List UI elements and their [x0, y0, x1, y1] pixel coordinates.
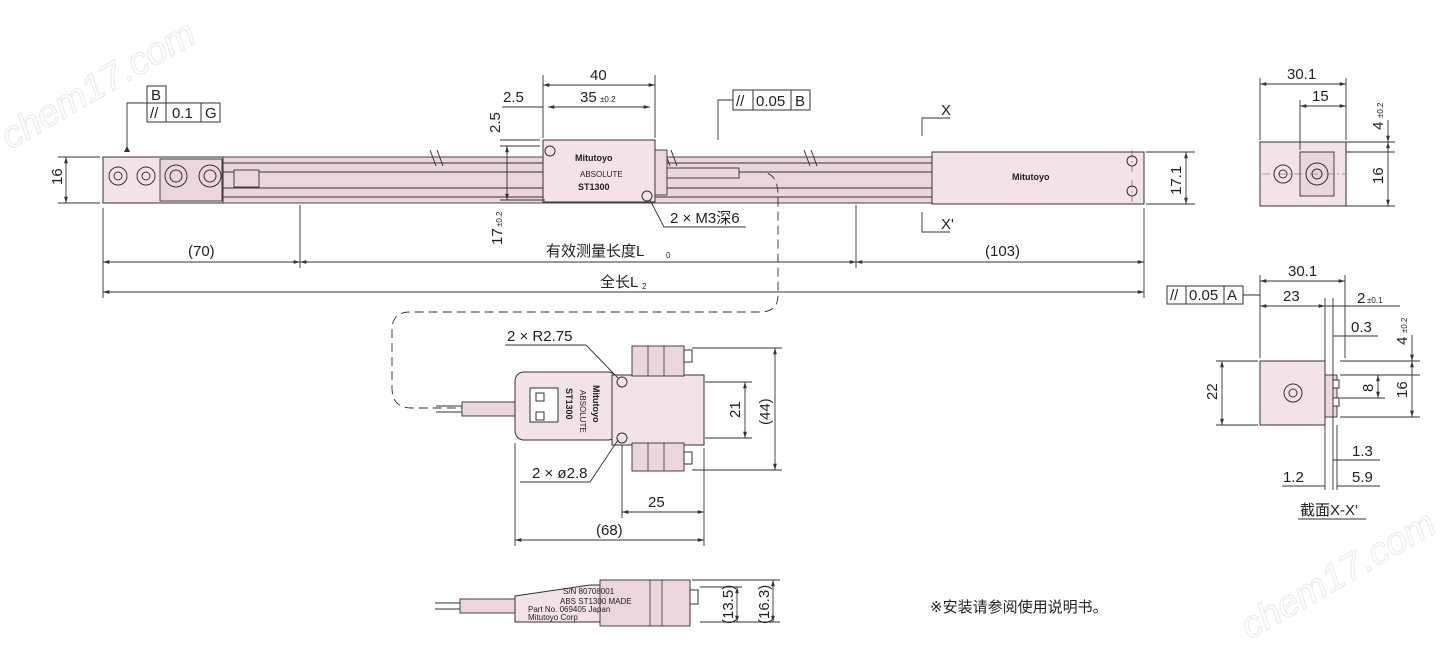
detail-tag: ABSOLUTE [578, 390, 587, 433]
dim-phi-2-8: 2 × ø2.8 [532, 465, 587, 482]
dim-103: (103) [985, 243, 1020, 260]
reader-detail: Mitutoyo ABSOLUTE ST1300 2 × R2.75 2 × ø… [436, 328, 782, 546]
dim-44: (44) [757, 398, 774, 425]
section-view: // 0.05 A 30.1 23 2 ±0.1 0.3 22 8 16 [1166, 263, 1420, 520]
reader-connector-body [611, 374, 705, 446]
section-mark-x-prime: X' [941, 216, 954, 233]
watermark-text-2: chem17.com [1234, 503, 1443, 648]
dim-17-tol: ±0.2 [495, 211, 504, 227]
sec-dim-8: 8 [1360, 384, 1377, 392]
end-dim-15: 15 [1312, 88, 1329, 105]
label-line-4: Mitutoyo Corp [528, 613, 578, 622]
sec-dim-0-3: 0.3 [1351, 319, 1372, 336]
sec-dim-1-2: 1.2 [1283, 469, 1304, 486]
dim-effective-sub: 0 [666, 251, 671, 260]
dim-17: 17 [489, 228, 506, 245]
main-scale: Mitutoyo ABSOLUTE ST1300 Mitutoyo [102, 139, 1145, 205]
dim-25: 25 [648, 494, 665, 511]
dim-total-sub: 2 [642, 282, 647, 291]
dim-effective-length: 有效测量长度L [546, 243, 644, 260]
top-tol-symbol: // [736, 93, 745, 110]
dim-total-length: 全长L [600, 273, 638, 291]
top-tol-ref: B [795, 93, 805, 110]
sec-dim-16: 16 [1394, 381, 1411, 398]
side-tol-ref: A [1227, 287, 1237, 304]
label-line-3: Part No. 069405 Japan [528, 605, 610, 614]
reader-head [542, 139, 656, 203]
end-view: 30.1 15 16 4 ±0.2 [1259, 66, 1395, 207]
datum-b-ref: G [205, 105, 217, 122]
sec-dim-1-3: 1.3 [1352, 443, 1373, 460]
dim-13-5: (13.5) [720, 585, 737, 624]
reader-side-view: S/N 80708001 ABS ST1300 MADE Part No. 06… [435, 579, 780, 627]
top-tol-value: 0.05 [756, 93, 785, 110]
datum-b-symbol: // [150, 105, 159, 122]
datum-b-frame: B // 0.1 G [126, 85, 221, 148]
reader-tag: ABSOLUTE [580, 170, 623, 179]
dim-35-tol: ±0.2 [600, 95, 616, 104]
side-tol-value: 0.05 [1189, 287, 1218, 304]
sec-dim-2: 2 [1357, 290, 1365, 307]
right-block-brand: Mitutoyo [1012, 172, 1050, 182]
dim-21: 21 [727, 401, 744, 418]
detail-brand: Mitutoyo [591, 385, 601, 423]
reader-brand: Mitutoyo [575, 153, 613, 163]
install-note: ※安装请参阅使用说明书。 [930, 599, 1108, 616]
sec-dim-30-1: 30.1 [1288, 263, 1317, 280]
dim-68: (68) [596, 522, 623, 539]
dim-35: 35 [580, 89, 597, 106]
dim-16-3: (16.3) [756, 585, 773, 624]
sec-dim-5-9: 5.9 [1352, 469, 1373, 486]
sec-dim-23: 23 [1283, 288, 1300, 305]
side-tol-symbol: // [1170, 287, 1179, 304]
dim-2-5-horizontal: 2.5 [503, 89, 524, 106]
watermark-text-1: chem17.com [0, 13, 203, 158]
section-mark-x: X [941, 102, 951, 119]
sec-dim-2-tol: ±0.1 [1367, 296, 1383, 305]
right-end-block [931, 151, 1145, 205]
end-dim-30-1: 30.1 [1287, 66, 1316, 83]
dim-2-5-vertical: 2.5 [487, 112, 504, 133]
cable-path [391, 171, 779, 409]
top-tolerance-frame: // 0.05 B [717, 89, 811, 140]
sec-dim-4: 4 [1394, 337, 1411, 345]
label-line-2: ABS ST1300 MADE [560, 597, 632, 606]
section-body [1259, 360, 1326, 426]
datum-b-value: 0.1 [172, 105, 193, 122]
detail-model: ST1300 [564, 388, 574, 420]
dim-40: 40 [590, 67, 607, 84]
dim-m3-holes: 2 × M3深6 [670, 210, 740, 227]
main-dimensions: 40 35 ±0.2 2.5 2.5 17 ±0.2 16 17.1 X X' … [49, 67, 1195, 298]
dim-r2-75: 2 × R2.75 [507, 328, 572, 345]
end-dim-4: 4 [1370, 122, 1387, 130]
end-dim-4-tol: ±0.2 [1376, 102, 1385, 118]
dim-16-left: 16 [49, 168, 66, 185]
dim-70: (70) [188, 243, 215, 260]
sec-dim-22: 22 [1204, 383, 1221, 400]
datum-b-label: B [151, 87, 161, 104]
sec-dim-4-tol: ±0.2 [1400, 317, 1409, 333]
dim-17-1: 17.1 [1168, 166, 1185, 195]
label-line-1: S/N 80708001 [563, 587, 615, 596]
reader-model: ST1300 [578, 182, 610, 192]
end-dim-16: 16 [1370, 167, 1387, 184]
section-title: 截面X-X' [1300, 502, 1358, 519]
